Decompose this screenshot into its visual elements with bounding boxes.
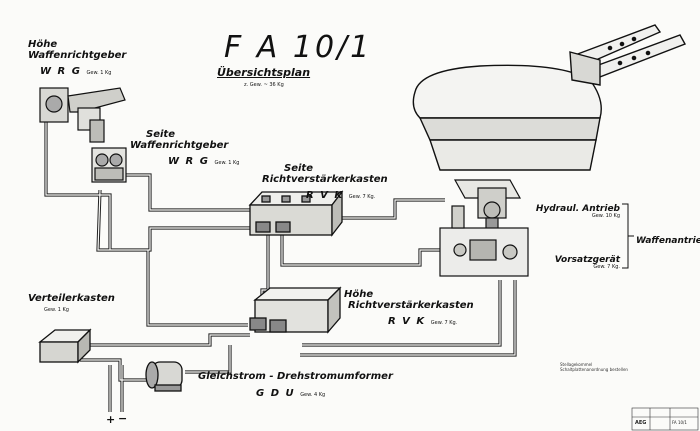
title-block-number: FA 10/1 [672, 420, 687, 425]
label-waffenantrieb: Waffenantrieb [636, 230, 700, 247]
label-seite-wrg-weight: Gew. 1 Kg [214, 160, 240, 166]
label-gdu: Gleichstrom - Drehstromumformer G D U Ge… [198, 371, 393, 399]
title-block [631, 407, 699, 431]
label-hoehe-wrg: Höhe Waffenrichtgeber W R G Gew. 1 Kg [28, 39, 127, 78]
label-hoehe-rvk-abbr: R V K [388, 316, 426, 327]
diagram-title: F A 10/1 [224, 30, 373, 65]
label-gdu-abbr: G D U [256, 387, 296, 399]
label-hoehe-rvk-line1: Höhe [344, 289, 374, 300]
gdu-motor [145, 361, 183, 392]
label-hoehe-rvk: Höhe Richtverstärkerkasten R V K Gew. 7 … [344, 289, 474, 328]
stamp-note: Stellagekommel Schaltplattenanordnung be… [560, 362, 628, 372]
verteilerkasten-box [38, 328, 92, 364]
label-hoehe-rvk-line2: Richtverstärkerkasten [348, 299, 474, 311]
turret-drawing [412, 24, 687, 171]
label-vorsatz-line1: Vorsatzgerät [554, 255, 620, 265]
hoehe-rvk-box [249, 286, 342, 334]
label-seite-wrg-line1: Seite [146, 129, 175, 140]
label-vorsatz-weight: Gew. 7 Kg. [593, 264, 620, 271]
label-seite-rvk: Seite Richtverstärkerkasten R V K Gew. 7… [262, 163, 388, 202]
label-seite-rvk-line1: Seite [284, 163, 313, 174]
label-hoehe-wrg-abbr: W R G [40, 66, 82, 77]
label-seite-rvk-line2: Richtverstärkerkasten [262, 173, 388, 185]
stamp-note-line2: Schaltplattenanordnung bestellen [560, 367, 628, 372]
label-hoehe-wrg-weight: Gew. 1 Kg [86, 70, 112, 76]
label-verteilerkasten-line1: Verteilerkasten [28, 293, 115, 304]
label-seite-wrg: Seite Waffenrichtgeber W R G Gew. 1 Kg [130, 129, 240, 168]
hoehe-wrg-device [39, 87, 126, 143]
label-hydraul-weight: Gew. 10 Kg [591, 213, 620, 220]
label-hydraul: Hydraul. Antrieb Gew. 10 Kg [530, 204, 620, 220]
label-seite-rvk-abbr: R V K [306, 190, 344, 201]
label-hydraul-line1: Hydraul. Antrieb [535, 204, 620, 214]
polarity-minus: − [118, 412, 128, 425]
stamp-note-line1: Stellagekommel [560, 362, 593, 367]
label-hoehe-wrg-line1: Höhe [28, 39, 58, 50]
cable-harness-inner [45, 117, 516, 412]
waffenantrieb-bracket [622, 203, 634, 269]
label-waffenantrieb-text: Waffenantrieb [636, 236, 700, 246]
polarity-plus: + [106, 413, 116, 426]
total-weight-note: z. Gew. ~ 36 Kg [244, 82, 284, 88]
label-hoehe-rvk-weight: Gew. 7 Kg. [430, 320, 458, 326]
label-hoehe-wrg-line2: Waffenrichtgeber [28, 49, 127, 61]
seite-wrg-device [91, 147, 127, 183]
label-verteilerkasten-weight: Gew. 1 Kg [44, 306, 69, 313]
label-verteilerkasten: Verteilerkasten Gew. 1 Kg [28, 293, 115, 313]
label-gdu-line1: Gleichstrom - Drehstromumformer [198, 371, 393, 382]
title-block-company: AEG [635, 420, 647, 426]
hydraulic-drive-unit [439, 179, 529, 277]
label-vorsatz: Vorsatzgerät Gew. 7 Kg. [530, 255, 620, 271]
label-gdu-weight: Gew. 4 Kg [300, 391, 326, 398]
label-seite-wrg-line2: Waffenrichtgeber [130, 139, 229, 151]
label-seite-rvk-weight: Gew. 7 Kg. [348, 194, 376, 200]
label-seite-wrg-abbr: W R G [168, 156, 210, 167]
diagram-subtitle: Übersichtsplan [217, 66, 311, 79]
seite-rvk-box [248, 190, 344, 237]
